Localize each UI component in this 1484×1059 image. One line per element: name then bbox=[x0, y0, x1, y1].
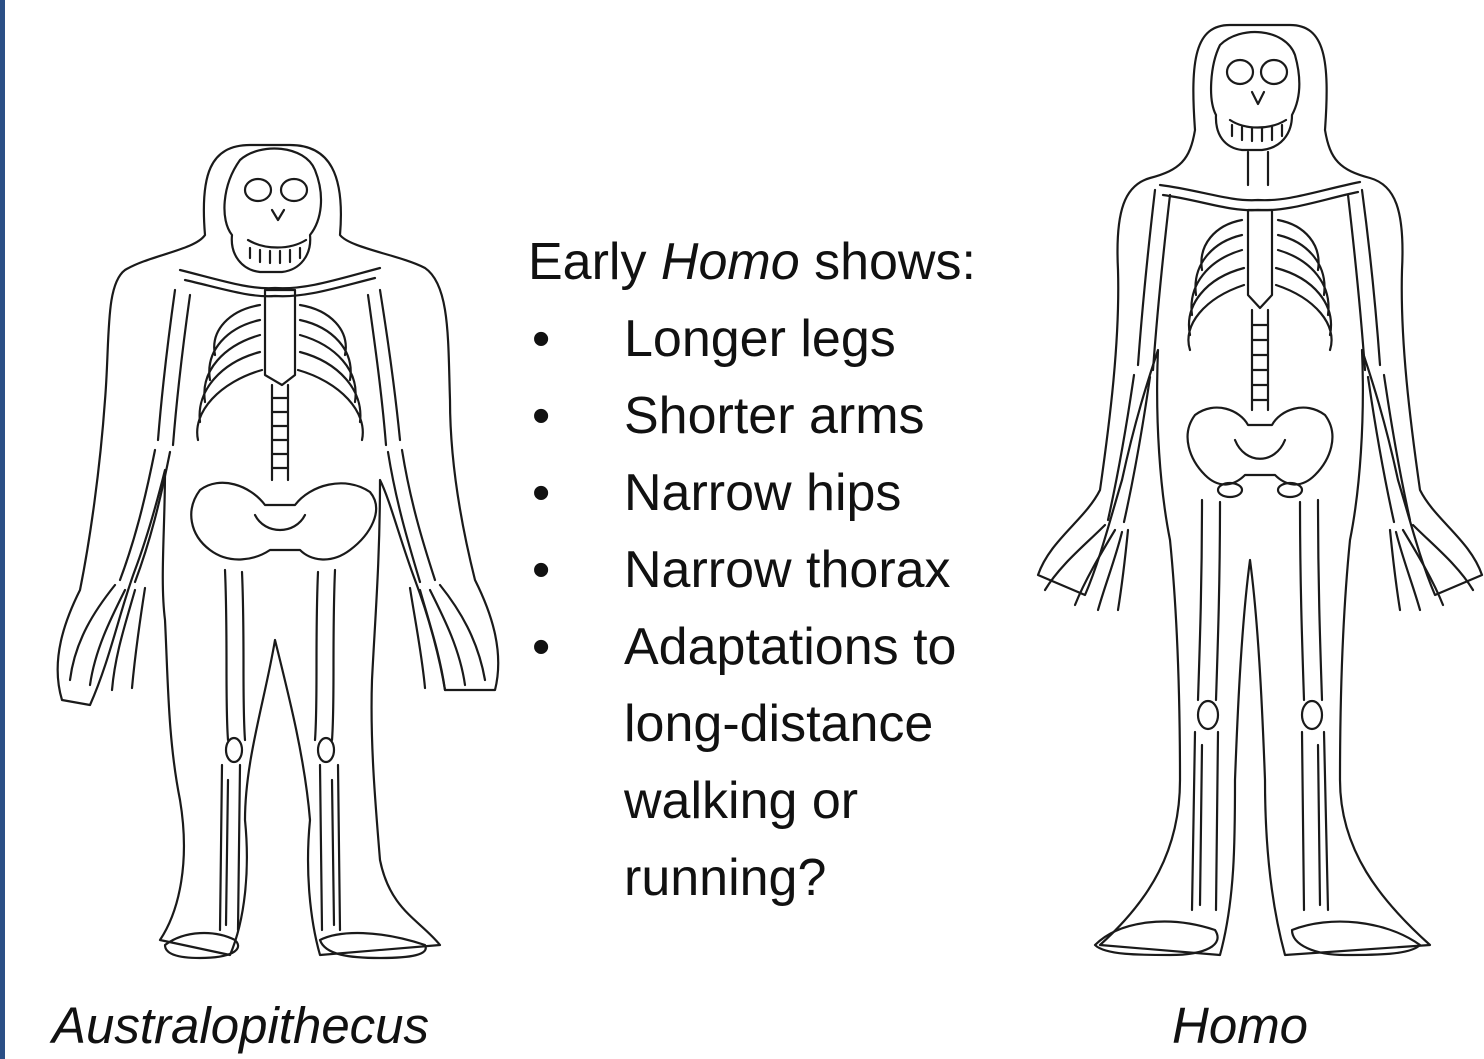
list-heading: Early Homo shows: bbox=[528, 224, 1028, 301]
bullet-icon: • bbox=[528, 378, 624, 455]
features-list-panel: Early Homo shows: •Longer legs •Shorter … bbox=[528, 224, 1028, 917]
heading-prefix: Early bbox=[528, 233, 661, 291]
bullet-icon: • bbox=[528, 455, 624, 532]
australopithecus-skeleton-icon bbox=[50, 140, 510, 970]
homo-skeleton-figure bbox=[1030, 20, 1484, 980]
bullet-icon: • bbox=[528, 301, 624, 378]
list-item: •Narrow hips bbox=[528, 455, 1028, 532]
bullet-icon: • bbox=[528, 532, 624, 609]
heading-genus: Homo bbox=[661, 233, 800, 291]
list-item-text: Longer legs bbox=[624, 301, 1028, 378]
list-item: •Narrow thorax bbox=[528, 532, 1028, 609]
list-item-text: Narrow hips bbox=[624, 455, 1028, 532]
bullet-icon: • bbox=[528, 609, 624, 917]
list-item: •Longer legs bbox=[528, 301, 1028, 378]
slide-left-border bbox=[0, 0, 5, 1059]
australopithecus-caption: Australopithecus bbox=[52, 1000, 429, 1051]
list-item-text: Narrow thorax bbox=[624, 532, 1028, 609]
list-item-text: Shorter arms bbox=[624, 378, 1028, 455]
feature-list: •Longer legs •Shorter arms •Narrow hips … bbox=[528, 301, 1028, 917]
homo-skeleton-icon bbox=[1030, 20, 1484, 980]
list-item: •Shorter arms bbox=[528, 378, 1028, 455]
list-item-text: Adaptations to long-distance walking or … bbox=[624, 609, 1028, 917]
list-item: •Adaptations to long-distance walking or… bbox=[528, 609, 1028, 917]
homo-caption: Homo bbox=[1172, 1000, 1308, 1051]
heading-suffix: shows: bbox=[800, 233, 976, 291]
australopithecus-skeleton-figure bbox=[50, 140, 510, 970]
